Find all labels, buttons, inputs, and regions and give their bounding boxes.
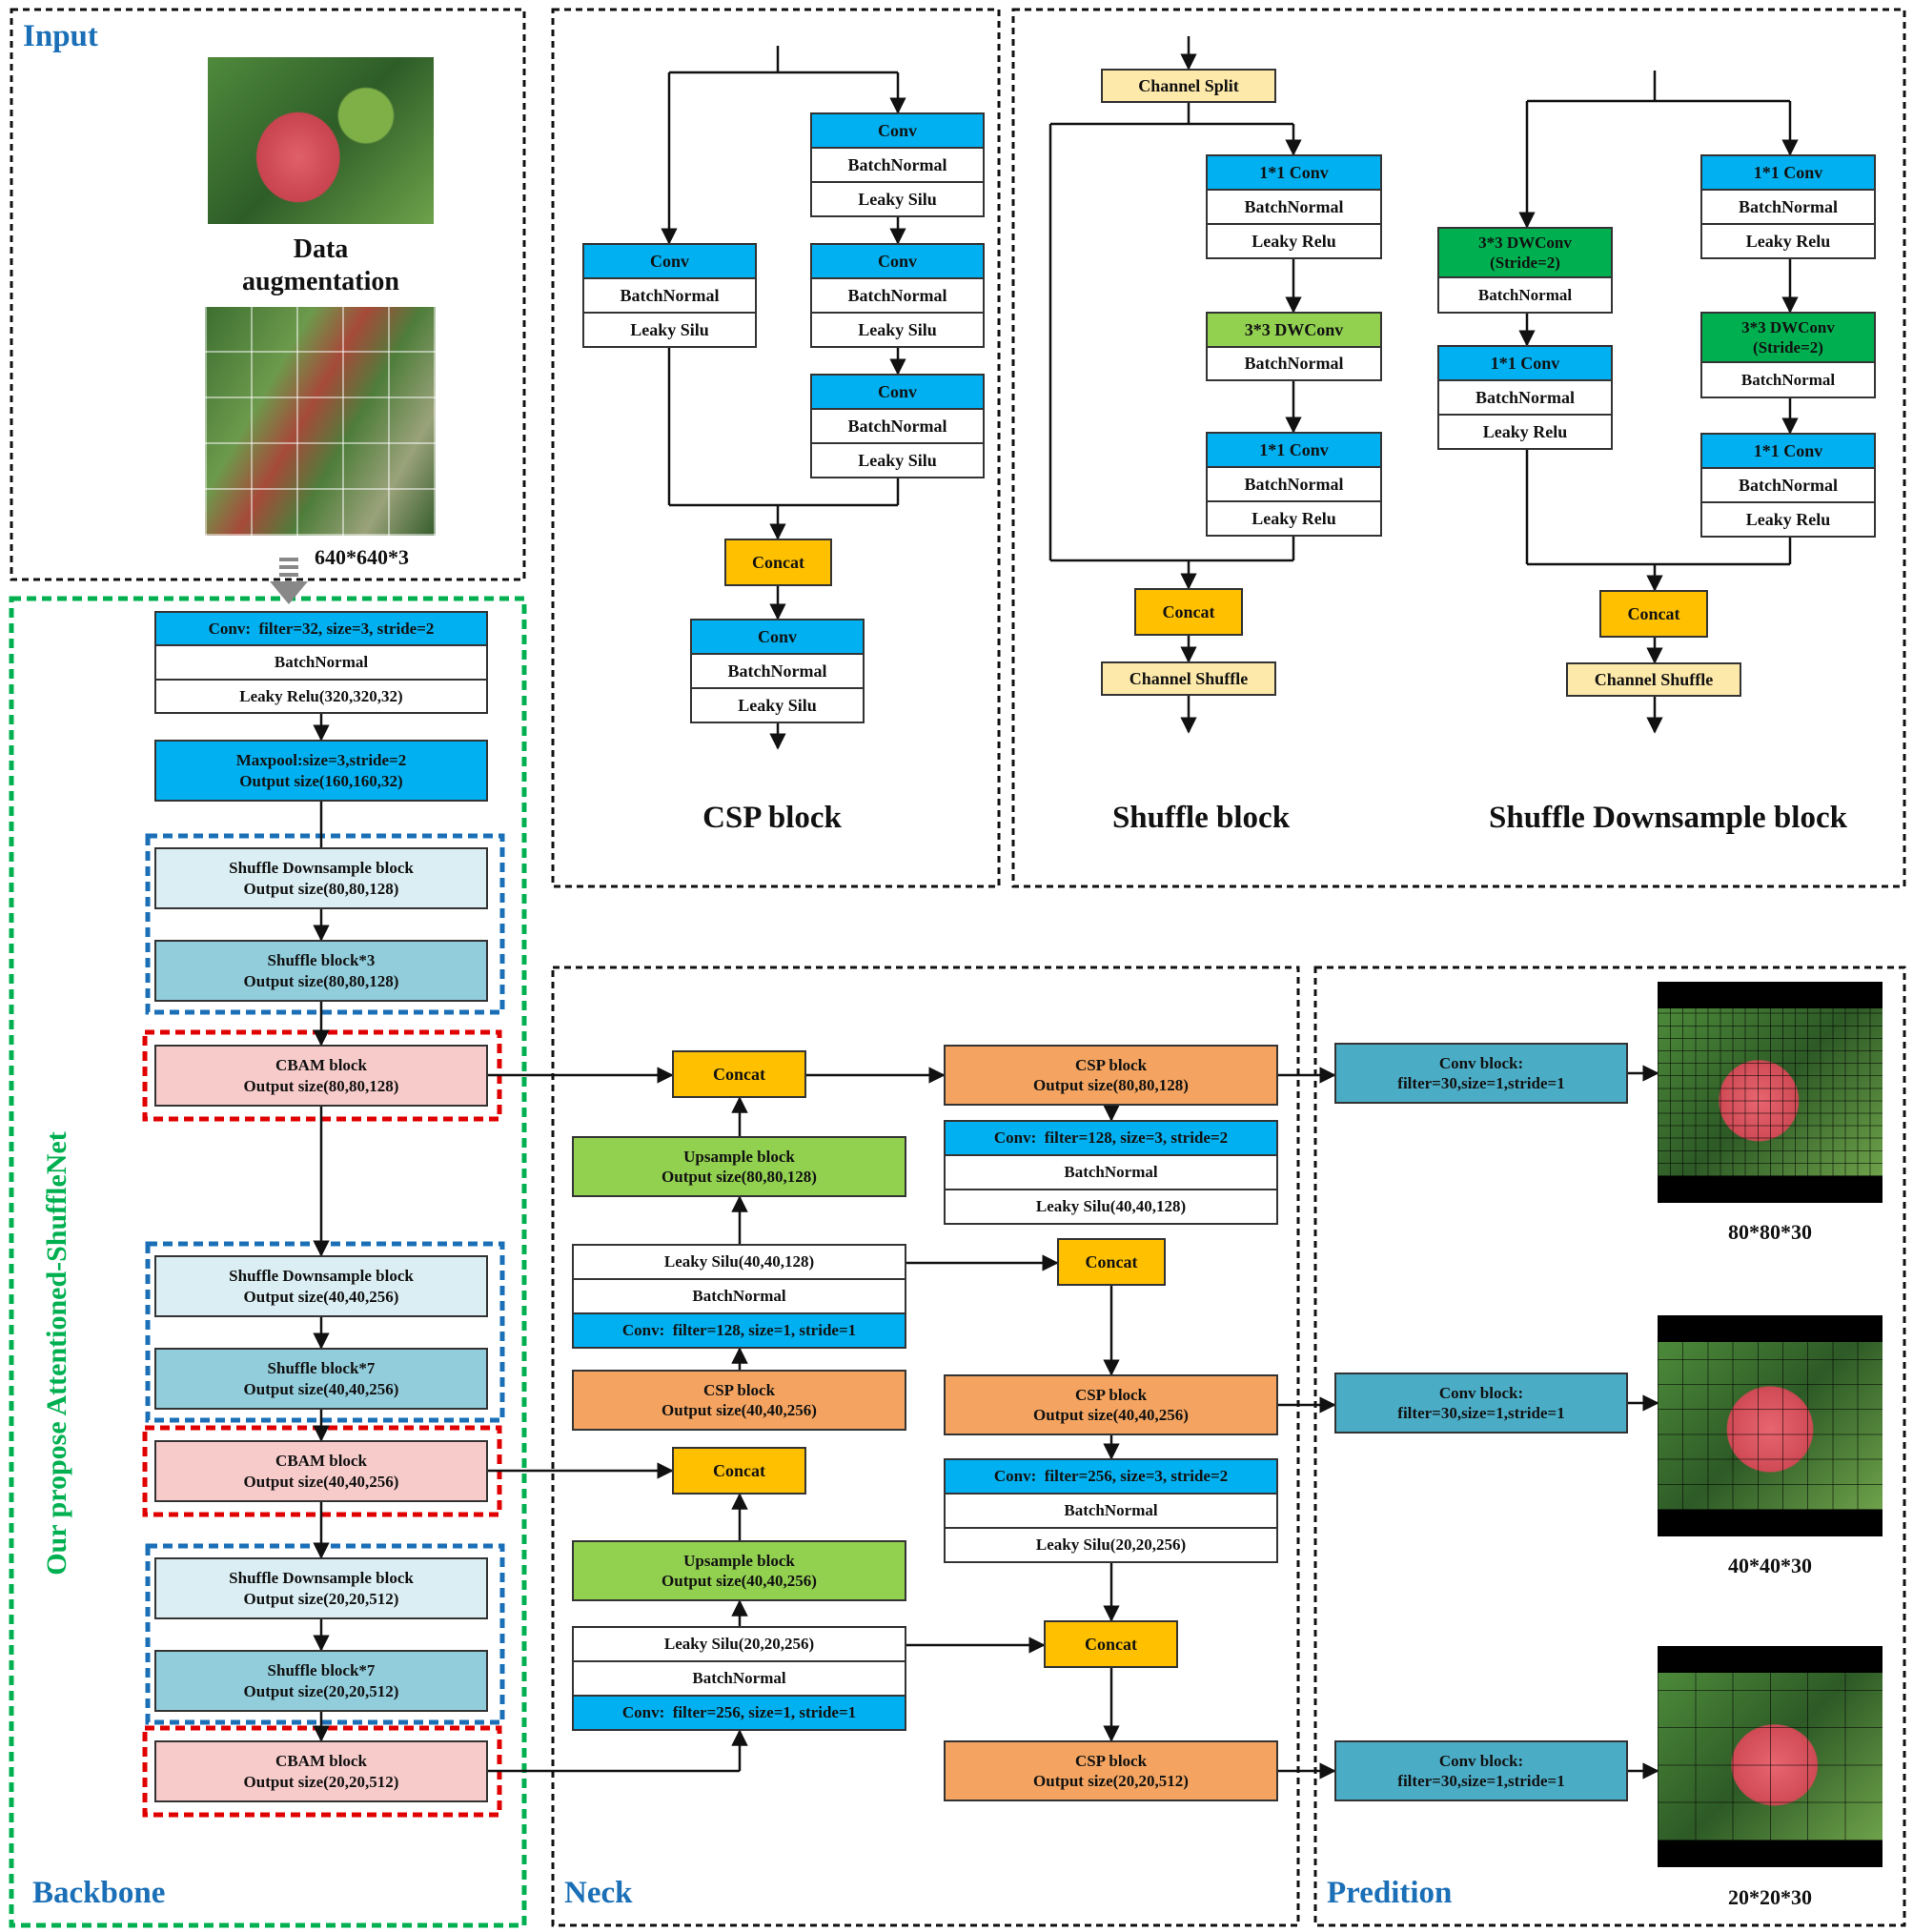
stem-bn-row: BatchNormal (156, 644, 486, 679)
neck-header: Neck (564, 1876, 633, 1910)
cbam2-block: CBAM block Output size(40,40,256) (154, 1440, 488, 1502)
neck-panel-frame (551, 966, 1300, 1927)
head2-conv-block: Conv block: filter=30,size=1,stride=1 (1334, 1373, 1628, 1434)
down-channel-shuffle: Channel Shuffle (1566, 662, 1741, 697)
neck-csp-right-mid: CSP block Output size(40,40,256) (944, 1374, 1278, 1435)
input-size-label: 640*640*3 (315, 545, 409, 569)
shuffle-block-title: Shuffle block (1111, 801, 1291, 835)
head3-conv-block: Conv block: filter=30,size=1,stride=1 (1334, 1740, 1628, 1801)
stage1-shuffle-block: Shuffle block*3 Output size(80,80,128) (154, 940, 488, 1002)
csp-conv-b3: Conv BatchNormal Leaky Silu (810, 374, 985, 478)
csp-conv-b2: Conv BatchNormal Leaky Silu (810, 243, 985, 348)
output3-image (1658, 1646, 1882, 1867)
stem-conv-block: Conv: filter=32, size=3, stride=2 BatchN… (154, 611, 488, 714)
output2-image (1658, 1315, 1882, 1536)
neck-concat-right-top: Concat (1057, 1238, 1166, 1286)
cbam3-block: CBAM block Output size(20,20,512) (154, 1740, 488, 1802)
neck-csp-right-bottom: CSP block Output size(20,20,512) (944, 1740, 1278, 1801)
input-header: Input (23, 19, 98, 53)
neck-conv-bottom: Leaky Silu(20,20,256) BatchNormal Conv: … (572, 1626, 906, 1731)
neck-down-conv2: Conv: filter=256, size=3, stride=2 Batch… (944, 1458, 1278, 1563)
down-right-dwconv: 3*3 DWConv (Stride=2) BatchNormal (1700, 312, 1876, 398)
stage2-shuffle-block: Shuffle block*7 Output size(40,40,256) (154, 1348, 488, 1410)
shuffle-channel-shuffle: Channel Shuffle (1101, 661, 1276, 696)
output3-size-label: 20*20*30 (1728, 1885, 1812, 1909)
stage1-frame (145, 833, 505, 1015)
backbone-header: Backbone (32, 1876, 166, 1910)
neck-upsample-top: Upsample block Output size(80,80,128) (572, 1136, 906, 1197)
stage3-shuffle-block: Shuffle block*7 Output size(20,20,512) (154, 1650, 488, 1712)
stage3-downsample-block: Shuffle Downsample block Output size(20,… (154, 1557, 488, 1619)
neck-concat-mid-left: Concat (672, 1447, 806, 1495)
down-right-conv1: 1*1 Conv BatchNormal Leaky Relu (1700, 154, 1876, 259)
down-left-dwconv: 3*3 DWConv (Stride=2) BatchNormal (1437, 227, 1613, 314)
input-arrow (270, 558, 308, 604)
down-concat: Concat (1599, 590, 1708, 638)
shuffle-dwconv: 3*3 DWConv BatchNormal (1206, 312, 1382, 381)
csp-conv-b1: Conv BatchNormal Leaky Silu (810, 112, 985, 217)
neck-csp-right-top: CSP block Output size(80,80,128) (944, 1045, 1278, 1106)
maxpool-block: Maxpool:size=3,stride=2 Output size(160,… (154, 740, 488, 802)
shuffle-concat: Concat (1134, 588, 1243, 636)
augmented-mosaic (205, 307, 436, 536)
neck-conv-top: Leaky Silu(40,40,128) BatchNormal Conv: … (572, 1244, 906, 1349)
output1-image (1658, 982, 1882, 1203)
neck-down-conv1: Conv: filter=128, size=3, stride=2 Batch… (944, 1120, 1278, 1225)
prediction-header: Predition (1327, 1876, 1453, 1910)
shuffle-conv2: 1*1 Conv BatchNormal Leaky Relu (1206, 432, 1382, 537)
augmentation-label: Data augmentation (242, 234, 399, 296)
input-photo (208, 57, 434, 224)
stem-conv-row: Conv: filter=32, size=3, stride=2 (156, 613, 486, 645)
prediction-panel-frame (1313, 966, 1906, 1927)
csp-panel-frame (551, 8, 1001, 888)
down-right-conv2: 1*1 Conv BatchNormal Leaky Relu (1700, 433, 1876, 538)
channel-split: Channel Split (1101, 69, 1276, 103)
shuffle-down-title: Shuffle Downsample block (1489, 801, 1847, 835)
backbone-side-title: Our propose Attentioned-ShuffleNet (41, 1131, 72, 1576)
csp-conv-a: Conv BatchNormal Leaky Silu (582, 243, 757, 348)
stem-act-row: Leaky Relu(320,320,32) (156, 678, 486, 712)
output1-size-label: 80*80*30 (1728, 1220, 1812, 1244)
backbone-frame (9, 596, 527, 1928)
neck-concat-top: Concat (672, 1050, 806, 1098)
down-left-conv: 1*1 Conv BatchNormal Leaky Relu (1437, 345, 1613, 450)
neck-csp-left-mid: CSP block Output size(40,40,256) (572, 1370, 906, 1431)
csp-conv-out: Conv BatchNormal Leaky Silu (690, 619, 865, 723)
csp-block-title: CSP block (702, 801, 842, 835)
shuffle-panel-frame (1011, 8, 1906, 888)
output2-size-label: 40*40*30 (1728, 1554, 1812, 1577)
shuffle-conv1: 1*1 Conv BatchNormal Leaky Relu (1206, 154, 1382, 259)
cbam1-block: CBAM block Output size(80,80,128) (154, 1045, 488, 1107)
head1-conv-block: Conv block: filter=30,size=1,stride=1 (1334, 1043, 1628, 1104)
input-panel-frame (10, 8, 526, 581)
stage1-downsample-block: Shuffle Downsample block Output size(80,… (154, 847, 488, 909)
csp-concat: Concat (724, 539, 832, 586)
stage2-downsample-block: Shuffle Downsample block Output size(40,… (154, 1255, 488, 1317)
neck-concat-right-bottom: Concat (1044, 1620, 1178, 1668)
neck-upsample-bottom: Upsample block Output size(40,40,256) (572, 1540, 906, 1601)
